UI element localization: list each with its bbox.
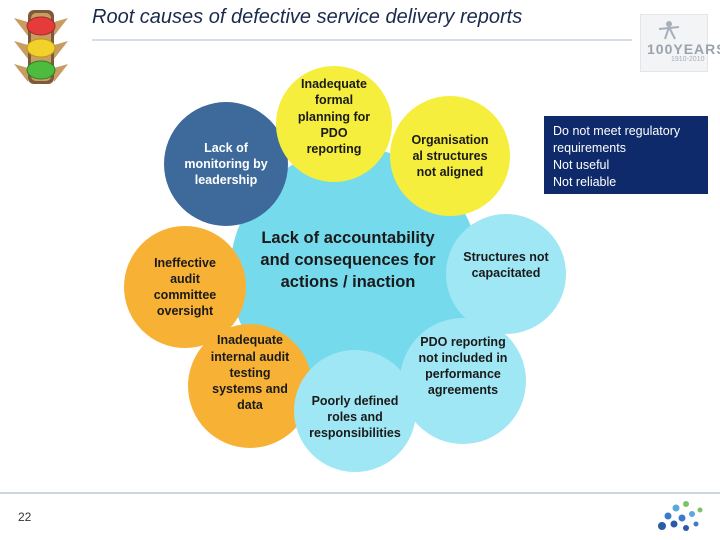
footer-divider [0, 492, 720, 494]
cause-label-capacitated: Structures not capacitated [463, 249, 549, 280]
org-emblem-icon [658, 501, 703, 531]
logo-subtext: 1910-2010 [671, 56, 705, 63]
cause-label-planning: Inadequate formal planning for PDO repor… [297, 77, 371, 156]
cause-circle-planning: Inadequate formal planning for PDO repor… [276, 66, 392, 182]
center-label: Lack of accountability and consequences … [260, 229, 436, 291]
cause-circle-org: Organisation al structures not aligned [390, 96, 510, 216]
page-number: 22 [18, 510, 32, 524]
cause-circle-internal: Inadequate internal audit testing system… [188, 324, 312, 448]
cause-label-roles: Poorly defined roles and responsibilitie… [309, 393, 401, 441]
cause-circle-capacitated: Structures not capacitated [446, 214, 566, 334]
cause-label-internal: Inadequate internal audit testing system… [210, 333, 290, 413]
cause-circle-roles: Poorly defined roles and responsibilitie… [294, 350, 416, 472]
star-figure-icon [658, 21, 680, 40]
cause-circle-monitoring: Lack of monitoring by leadership [164, 102, 288, 226]
cause-label-committee: Ineffective audit committee oversight [153, 255, 217, 319]
title-underline [92, 39, 632, 41]
page-title: Root causes of defective service deliver… [92, 6, 523, 28]
outcome-callout-box: Do not meet regulatory requirements Not … [544, 116, 708, 194]
cause-circle-pdo: PDO reporting not included in performanc… [400, 318, 526, 444]
cause-label-monitoring: Lack of monitoring by leadership [184, 140, 268, 188]
traffic-light-icon [14, 10, 68, 84]
callout-line-2: requirements [553, 140, 626, 155]
cause-label-pdo: PDO reporting not included in performanc… [418, 334, 508, 398]
centenary-logo: 100YEARS 1910-2010 [640, 14, 720, 72]
callout-line-1: Do not meet regulatory [553, 124, 681, 138]
center-label-wrapper: Lack of accountability and consequences … [258, 196, 438, 326]
logo-text: 100YEARS [647, 41, 720, 57]
cause-label-org: Organisation al structures not aligned [411, 132, 489, 180]
callout-line-3: Not useful [553, 157, 610, 172]
callout-line-4: Not reliable [553, 174, 617, 189]
